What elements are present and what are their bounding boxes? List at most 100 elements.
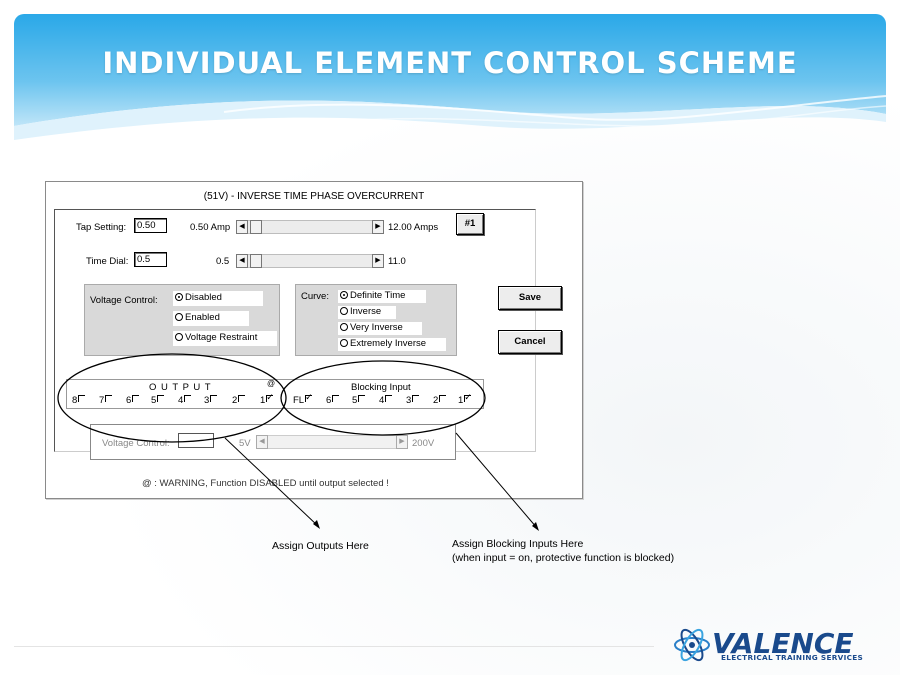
blocking-checkbox-fl[interactable]: FL bbox=[293, 392, 313, 406]
checkbox-label: 3 bbox=[406, 395, 412, 406]
checkbox-label: 5 bbox=[352, 395, 358, 406]
output-checkbox-2[interactable]: 2 bbox=[232, 395, 246, 406]
voltage-control-bottom-label: Voltage Control: bbox=[102, 438, 170, 449]
output-checkbox-6[interactable]: 6 bbox=[126, 395, 140, 406]
output-checkbox-8[interactable]: 8 bbox=[72, 395, 86, 406]
voltage-control-input[interactable] bbox=[178, 433, 214, 448]
radio-selected-icon[interactable] bbox=[175, 293, 183, 301]
option-label: Disabled bbox=[185, 292, 222, 303]
tap-setting-label: Tap Setting: bbox=[76, 222, 127, 233]
output-warning-marker: @ bbox=[267, 379, 276, 388]
assign-outputs-note: Assign Outputs Here bbox=[272, 540, 369, 552]
assign-blocking-note: Assign Blocking Inputs Here bbox=[452, 538, 584, 550]
blocking-checkbox-4[interactable]: 4 bbox=[379, 395, 393, 406]
checkbox-icon[interactable] bbox=[412, 395, 420, 402]
output-checkbox-7[interactable]: 7 bbox=[99, 395, 113, 406]
voltage-option-enabled[interactable]: Enabled bbox=[173, 311, 249, 326]
checkbox-label: 1 bbox=[260, 395, 266, 406]
slider-right-arrow-icon[interactable]: ▶ bbox=[372, 220, 384, 234]
slider-left-arrow-icon[interactable]: ◀ bbox=[256, 435, 268, 449]
title-banner: INDIVIDUAL ELEMENT CONTROL SCHEME bbox=[14, 14, 886, 154]
blocking-checkbox-3[interactable]: 3 bbox=[406, 395, 420, 406]
voltage-option-disabled[interactable]: Disabled bbox=[173, 291, 263, 306]
checkbox-icon[interactable] bbox=[78, 395, 86, 402]
curve-label: Curve: bbox=[301, 291, 329, 302]
radio-icon[interactable] bbox=[340, 339, 348, 347]
blocking-input-title: Blocking Input bbox=[351, 382, 411, 393]
voltage-control-group: Voltage Control: Disabled Enabled Voltag… bbox=[84, 284, 280, 356]
output-checkbox-4[interactable]: 4 bbox=[178, 395, 192, 406]
voltage-min-label: 5V bbox=[239, 438, 251, 449]
output-title: O U T P U T bbox=[149, 382, 212, 393]
checkbox-label: 6 bbox=[326, 395, 332, 406]
curve-group: Curve: Definite Time Inverse Very Invers… bbox=[295, 284, 457, 356]
checkbox-label: 7 bbox=[99, 395, 105, 406]
checkbox-icon[interactable] bbox=[332, 395, 340, 402]
checkbox-icon[interactable] bbox=[358, 395, 366, 402]
option-label: Enabled bbox=[185, 312, 220, 323]
curve-option-very-inverse[interactable]: Very Inverse bbox=[338, 322, 422, 335]
curve-option-extremely-inverse[interactable]: Extremely Inverse bbox=[338, 338, 446, 351]
checkbox-icon[interactable] bbox=[385, 395, 393, 402]
option-label: Extremely Inverse bbox=[350, 338, 427, 349]
blocking-checkbox-5[interactable]: 5 bbox=[352, 395, 366, 406]
tap-setting-slider[interactable]: ◀ ▶ bbox=[236, 220, 384, 234]
logo-wordmark: VALENCE bbox=[712, 627, 854, 660]
output-checkbox-1[interactable]: 1 bbox=[260, 392, 274, 406]
radio-selected-icon[interactable] bbox=[340, 291, 348, 299]
checkbox-label: 8 bbox=[72, 395, 78, 406]
checkbox-label: 2 bbox=[433, 395, 439, 406]
option-label: Very Inverse bbox=[350, 322, 403, 333]
tap-setting-input[interactable]: 0.50 bbox=[134, 218, 167, 233]
option-label: Inverse bbox=[350, 306, 382, 317]
banner-wave-graphic bbox=[14, 14, 886, 140]
cancel-button[interactable]: Cancel bbox=[498, 330, 562, 354]
slide-title: INDIVIDUAL ELEMENT CONTROL SCHEME bbox=[102, 46, 798, 80]
tap-min-label: 0.50 Amp bbox=[190, 222, 231, 233]
dialog-title: (51V) - INVERSE TIME PHASE OVERCURRENT bbox=[203, 191, 425, 202]
checkbox-icon[interactable] bbox=[238, 395, 246, 402]
output-checkbox-5[interactable]: 5 bbox=[151, 395, 165, 406]
curve-option-inverse[interactable]: Inverse bbox=[338, 306, 396, 319]
checkbox-checked-icon[interactable] bbox=[464, 392, 472, 403]
element-number-button[interactable]: #1 bbox=[456, 213, 484, 235]
checkbox-icon[interactable] bbox=[210, 395, 218, 402]
radio-icon[interactable] bbox=[340, 307, 348, 315]
checkbox-icon[interactable] bbox=[132, 395, 140, 402]
voltage-control-slider[interactable]: ◀ ▶ bbox=[256, 435, 408, 449]
checkbox-label: FL bbox=[293, 395, 305, 406]
checkbox-icon[interactable] bbox=[157, 395, 165, 402]
relay-settings-dialog: (51V) - INVERSE TIME PHASE OVERCURRENT T… bbox=[45, 181, 583, 499]
checkbox-label: 6 bbox=[126, 395, 132, 406]
checkbox-checked-icon[interactable] bbox=[305, 392, 313, 403]
checkbox-icon[interactable] bbox=[105, 395, 113, 402]
slider-left-arrow-icon[interactable]: ◀ bbox=[236, 254, 248, 268]
checkbox-label: 4 bbox=[178, 395, 184, 406]
radio-icon[interactable] bbox=[175, 313, 183, 321]
voltage-option-restraint[interactable]: Voltage Restraint bbox=[173, 331, 277, 346]
slider-left-arrow-icon[interactable]: ◀ bbox=[236, 220, 248, 234]
time-dial-input[interactable]: 0.5 bbox=[134, 252, 167, 267]
blocking-checkbox-6[interactable]: 6 bbox=[326, 395, 340, 406]
checkbox-checked-icon[interactable] bbox=[266, 392, 274, 403]
checkbox-icon[interactable] bbox=[184, 395, 192, 402]
slider-right-arrow-icon[interactable]: ▶ bbox=[396, 435, 408, 449]
warning-message: @ : WARNING, Function DISABLED until out… bbox=[142, 478, 389, 489]
checkbox-label: 5 bbox=[151, 395, 157, 406]
slider-thumb[interactable] bbox=[250, 220, 262, 234]
voltage-max-label: 200V bbox=[412, 438, 435, 449]
output-checkbox-3[interactable]: 3 bbox=[204, 395, 218, 406]
blocking-checkbox-1[interactable]: 1 bbox=[458, 392, 472, 406]
slider-thumb[interactable] bbox=[250, 254, 262, 268]
radio-icon[interactable] bbox=[175, 333, 183, 341]
blocking-checkbox-2[interactable]: 2 bbox=[433, 395, 447, 406]
checkbox-label: 3 bbox=[204, 395, 210, 406]
time-dial-slider[interactable]: ◀ ▶ bbox=[236, 254, 384, 268]
checkbox-label: 1 bbox=[458, 395, 464, 406]
curve-option-definite-time[interactable]: Definite Time bbox=[338, 290, 426, 303]
slider-right-arrow-icon[interactable]: ▶ bbox=[372, 254, 384, 268]
time-dial-max-label: 11.0 bbox=[388, 256, 406, 267]
save-button[interactable]: Save bbox=[498, 286, 562, 310]
radio-icon[interactable] bbox=[340, 323, 348, 331]
checkbox-icon[interactable] bbox=[439, 395, 447, 402]
